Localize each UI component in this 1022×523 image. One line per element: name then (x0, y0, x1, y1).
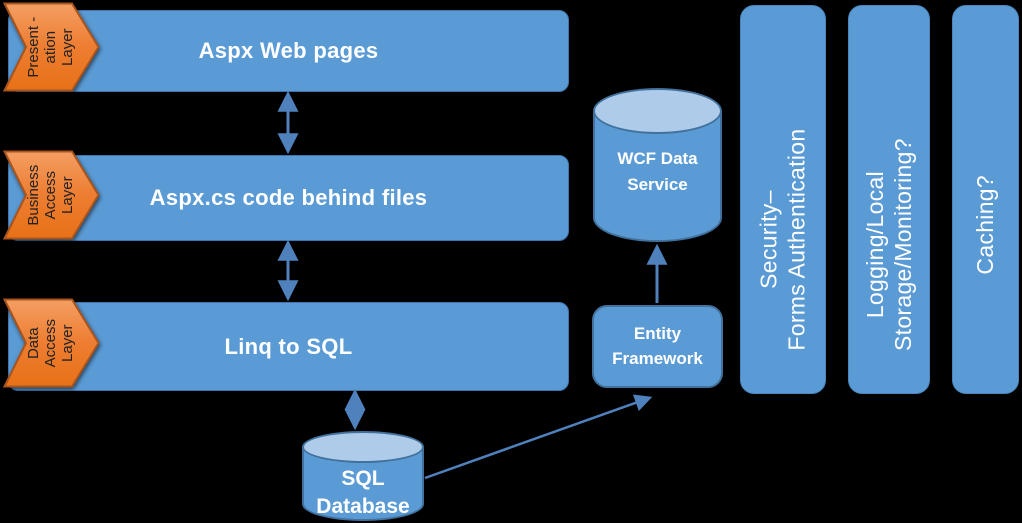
entity-framework-label: Entity Framework (612, 323, 703, 368)
security-forms-auth-bar: Security– Forms Authentication (740, 5, 826, 394)
business-layer-bar-label: Aspx.cs code behind files (149, 185, 428, 210)
sql-database-label: SQL Database (316, 467, 410, 519)
data-layer-tag: Data Access Layer (3, 298, 100, 388)
logging-storage-monitoring-label: Logging/Local Storage/Monitoring? (861, 138, 916, 351)
sql-database-cylinder: SQL Database (302, 431, 424, 521)
cylinder-top-icon (593, 88, 722, 134)
business-layer-tag: Business Access Layer (3, 150, 100, 240)
cylinder-body-icon (302, 447, 424, 521)
entity-framework-box: Entity Framework (592, 305, 723, 388)
connector-sqldb-ef-arrow (424, 394, 653, 480)
wcf-data-service-cylinder: WCF Data Service (593, 88, 722, 242)
cylinder-top-icon (302, 431, 424, 463)
caching-label: Caching? (971, 174, 998, 275)
logging-storage-monitoring-bar: Logging/Local Storage/Monitoring? (848, 5, 930, 394)
chevron-shape-icon (3, 2, 100, 92)
caching-bar: Caching? (952, 5, 1019, 394)
business-layer-tag-text: Business Access Layer (25, 164, 76, 226)
chevron-shape-icon (3, 150, 100, 240)
wcf-data-service-label: WCF Data Service (617, 149, 698, 194)
presentation-layer-bar: Aspx Web pages (8, 10, 569, 92)
security-forms-auth-label: Security– Forms Authentication (755, 128, 809, 351)
data-layer-bar-label: Linq to SQL (224, 333, 353, 359)
data-layer-tag-text: Data Access Layer (25, 318, 76, 368)
chevron-shape-icon (3, 298, 100, 388)
presentation-layer-tag-text: Present - ation Layer (25, 16, 76, 78)
presentation-layer-tag: Present - ation Layer (3, 2, 100, 92)
presentation-layer-bar-label: Aspx Web pages (198, 38, 379, 63)
data-layer-bar: Linq to SQL (8, 302, 569, 391)
